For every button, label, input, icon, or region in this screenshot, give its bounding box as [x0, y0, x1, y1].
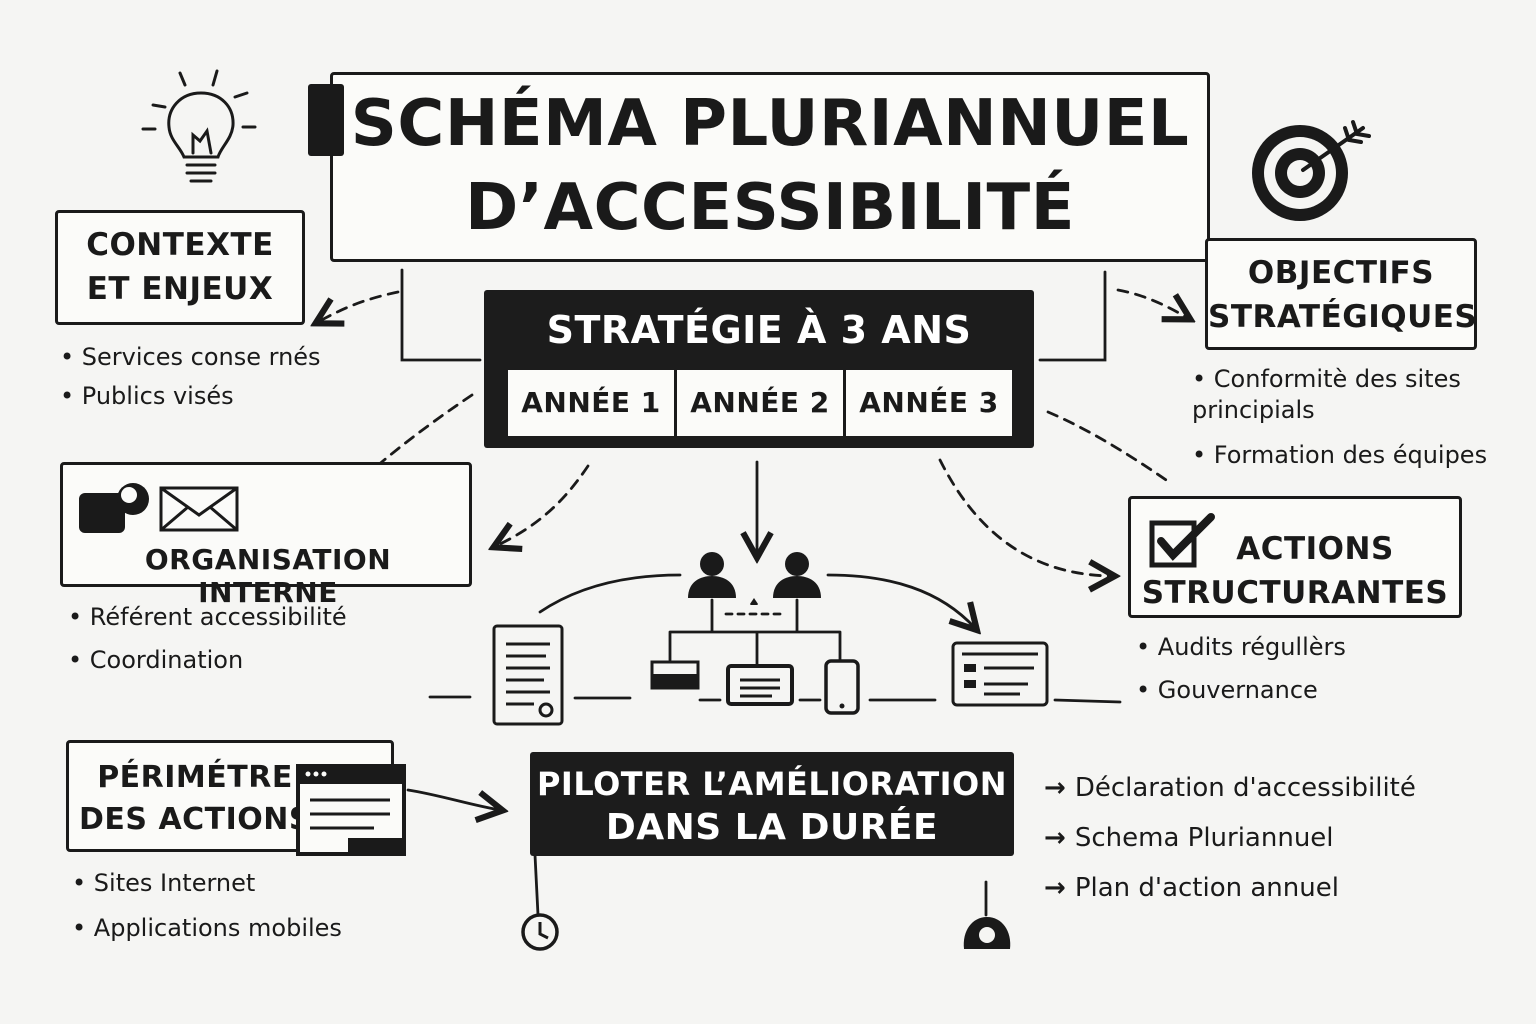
list-item: Audits régullèrs — [1136, 632, 1346, 663]
envelope-icon — [159, 486, 239, 532]
chat-icon — [79, 483, 149, 533]
objectives-box: OBJECTIFS STRATÉGIQUES — [1205, 238, 1477, 350]
lightbulb-icon — [141, 69, 257, 183]
arrow-perimeter-to-pilot — [406, 788, 500, 810]
objectives-bullets: Conformitè des sites principials Formati… — [1192, 364, 1512, 480]
perimeter-title-line2: DES ACTIONS — [79, 802, 312, 837]
weight-icon — [963, 917, 1011, 949]
arc-left — [538, 573, 682, 614]
strategy-title: STRATÉGIE À 3 ANS — [546, 308, 972, 352]
actions-title-line1: ACTIONS — [1236, 531, 1394, 567]
ground-line — [428, 695, 1122, 704]
line-to-actions-top — [1046, 410, 1174, 486]
perimeter-title-line1: PÉRIMÉTRE — [97, 760, 293, 795]
arrow-to-organisation-2 — [496, 464, 590, 546]
document-icon — [492, 624, 564, 726]
pilot-title: PILOTER L’AMÉLIORATION DANS LA DURÉE — [530, 752, 1014, 850]
org-chart — [668, 598, 842, 667]
arc-right — [826, 573, 975, 628]
list-item: Coordination — [68, 645, 347, 676]
organisation-box: ORGANISATION INTERNE — [60, 462, 472, 609]
title-bracket-left — [400, 268, 482, 362]
list-item: Services conse rnés — [60, 342, 321, 373]
actions-title: ACTIONS STRUCTURANTES — [1131, 527, 1459, 615]
context-title-line2: ET ENJEUX — [86, 271, 274, 307]
strategy-years-row: ANNÉE 1 ANNÉE 2 ANNÉE 3 — [508, 370, 1012, 436]
checkbox-icon — [1149, 513, 1215, 568]
pilot-outputs: Déclaration d'accessibilité Schema Pluri… — [1044, 772, 1416, 921]
actions-title-line2: STRUCTURANTES — [1141, 575, 1449, 611]
perimeter-bullets: Sites Internet Applications mobiles — [72, 868, 342, 952]
title-tab-marker — [308, 84, 344, 156]
context-bullets: Services conse rnés Publics visés — [60, 342, 321, 420]
list-item: Schema Pluriannuel — [1044, 822, 1416, 856]
page-title-line1: SCHÉMA PLURIANNUEL — [350, 87, 1190, 161]
clock-icon — [521, 913, 559, 951]
arrow-to-context — [318, 290, 400, 322]
list-item: Applications mobiles — [72, 913, 342, 944]
title-box — [330, 72, 1210, 262]
page-title: SCHÉMA PLURIANNUEL D’ACCESSIBILITÉ — [340, 82, 1200, 250]
page-title-line2: D’ACCESSIBILITÉ — [465, 171, 1075, 245]
laptop-icon — [726, 664, 794, 706]
list-item: Référent accessibilité — [68, 602, 347, 633]
year-cell: ANNÉE 1 — [508, 370, 677, 436]
objectives-title-line2: STRATÉGIQUES — [1208, 299, 1478, 335]
perimeter-title: PÉRIMÉTRE DES ACTIONS — [79, 757, 311, 841]
list-item: Conformitè des sites principials — [1192, 364, 1512, 426]
objectives-title-line1: OBJECTIFS — [1247, 255, 1435, 291]
objectives-title: OBJECTIFS STRATÉGIQUES — [1208, 241, 1478, 339]
list-item: Déclaration d'accessibilité — [1044, 772, 1416, 806]
form-icon — [650, 660, 700, 690]
pilot-title-line2: DANS LA DURÉE — [605, 807, 939, 848]
actions-bullets: Audits régullèrs Gouvernance — [1136, 632, 1346, 714]
title-bracket-right — [1038, 270, 1107, 362]
year-cell: ANNÉE 2 — [677, 370, 846, 436]
browser-window-icon — [296, 764, 406, 856]
context-title-line1: CONTEXTE — [86, 227, 274, 263]
list-item: Publics visés — [60, 381, 321, 412]
context-box: CONTEXTE ET ENJEUX — [55, 210, 305, 325]
target-icon — [1252, 120, 1371, 221]
list-item: Formation des équipes — [1192, 440, 1512, 471]
list-item: Sites Internet — [72, 868, 342, 899]
pilot-banner: PILOTER L’AMÉLIORATION DANS LA DURÉE — [530, 752, 1014, 856]
context-title: CONTEXTE ET ENJEUX — [58, 213, 302, 311]
year-cell: ANNÉE 3 — [859, 386, 999, 419]
users-icon — [688, 552, 821, 605]
smartphone-icon — [824, 659, 860, 715]
list-item: Gouvernance — [1136, 675, 1346, 706]
strategy-box: STRATÉGIE À 3 ANS ANNÉE 1 ANNÉE 2 ANNÉE … — [484, 290, 1034, 448]
pilot-pole-left — [533, 853, 540, 917]
list-item: Plan d'action annuel — [1044, 872, 1416, 906]
arrow-to-objectives — [1116, 288, 1188, 318]
organisation-bullets: Référent accessibilité Coordination — [68, 602, 347, 684]
actions-box: ACTIONS STRUCTURANTES — [1128, 496, 1462, 618]
arrow-to-actions — [938, 458, 1112, 576]
tablet-icon — [951, 641, 1049, 707]
pilot-title-line1: PILOTER L’AMÉLIORATION — [536, 765, 1008, 803]
organisation-title: ORGANISATION INTERNE — [144, 543, 392, 609]
